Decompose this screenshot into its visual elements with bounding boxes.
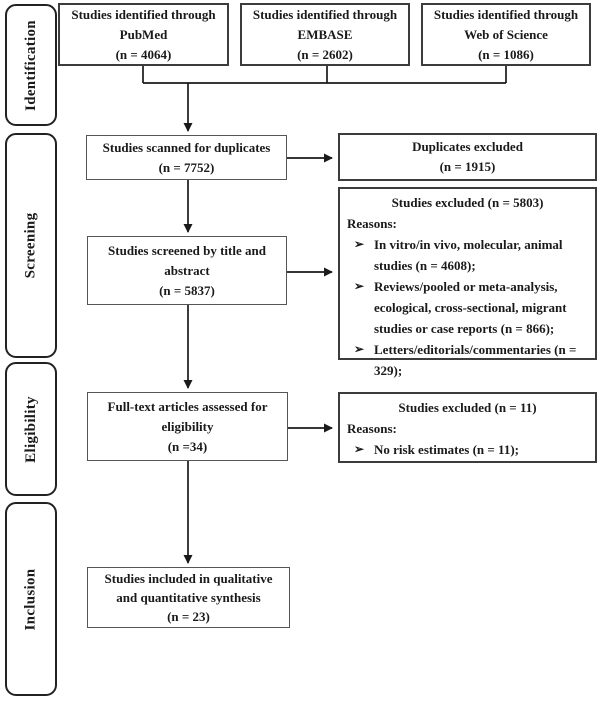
box-duplicates-excluded-line1: Duplicates excluded xyxy=(412,139,523,154)
box-pubmed-source: Studies identified through PubMed (n = 4… xyxy=(58,3,229,66)
box-screening-studies-excluded: Studies excluded (n = 5803) Reasons: ➢ I… xyxy=(338,187,597,378)
box-screened-count: (n = 5837) xyxy=(159,282,215,298)
stage-label-identification: Identification xyxy=(5,4,57,126)
stage-label-eligibility: Eligibility xyxy=(5,362,57,496)
box-embase-source: Studies identified through EMBASE (n = 2… xyxy=(240,3,410,66)
stage-label-inclusion-text: Inclusion xyxy=(22,568,39,630)
box-duplicates-excluded-count: (n = 1915) xyxy=(439,159,496,174)
arrowhead-bullet-icon: ➢ xyxy=(354,342,365,356)
box-embase-line1: Studies identified through xyxy=(252,6,398,22)
arrowhead-bullet-icon: ➢ xyxy=(354,442,365,456)
eligibility-excluded-reason-1-text: No risk estimates (n = 11); xyxy=(374,442,519,457)
eligibility-excluded-reason-1: ➢ No risk estimates (n = 11); xyxy=(347,439,588,460)
box-fulltext-assessed: Full-text articles assessed for eligibil… xyxy=(87,392,288,461)
screening-excluded-reasons-label: Reasons: xyxy=(347,216,397,231)
box-screened-line2: abstract xyxy=(164,262,210,278)
box-pubmed-count: (n = 4064) xyxy=(115,46,172,62)
stage-label-eligibility-text: Eligibility xyxy=(22,395,39,463)
box-included-line2: and quantitative synthesis xyxy=(116,590,261,605)
box-scanned-for-duplicates: Studies scanned for duplicates (n = 7752… xyxy=(86,135,287,180)
box-fulltext-line2: eligibility xyxy=(161,418,214,434)
stage-label-inclusion: Inclusion xyxy=(5,502,57,696)
box-included-count: (n = 23) xyxy=(167,609,210,624)
eligibility-excluded-reasons-label: Reasons: xyxy=(347,421,397,436)
box-web-of-science-source: Studies identified through Web of Scienc… xyxy=(421,3,591,66)
arrowhead-bullet-icon: ➢ xyxy=(354,279,365,293)
stage-label-screening: Screening xyxy=(5,133,57,358)
box-wos-line2: Web of Science xyxy=(464,26,548,42)
eligibility-excluded-title: Studies excluded (n = 11) xyxy=(398,400,537,415)
box-included-line1: Studies included in qualitative xyxy=(104,571,273,586)
box-studies-included: Studies included in qualitative and quan… xyxy=(87,567,290,628)
arrowhead-bullet-icon: ➢ xyxy=(354,237,365,251)
box-embase-count: (n = 2602) xyxy=(297,46,353,62)
box-eligibility-studies-excluded: Studies excluded (n = 11) Reasons: ➢ No … xyxy=(338,392,597,463)
merge-connector-line xyxy=(142,66,507,84)
screening-excluded-reason-3: ➢ Letters/editorials/commentaries (n = 3… xyxy=(347,339,588,381)
box-fulltext-line1: Full-text articles assessed for xyxy=(107,398,268,414)
screening-excluded-reason-2: ➢ Reviews/pooled or meta-analysis, ecolo… xyxy=(347,276,588,339)
box-pubmed-line2: PubMed xyxy=(119,26,168,42)
box-pubmed-line1: Studies identified through xyxy=(71,6,216,22)
stage-label-identification-text: Identification xyxy=(22,19,39,111)
screening-excluded-reason-1-text: In vitro/in vivo, molecular, animal stud… xyxy=(374,237,563,273)
box-scanned-line1: Studies scanned for duplicates xyxy=(102,139,271,155)
screening-excluded-reason-2-text: Reviews/pooled or meta-analysis, ecologi… xyxy=(374,279,567,336)
stage-label-screening-text: Screening xyxy=(22,212,39,279)
box-wos-line1: Studies identified through xyxy=(433,6,579,22)
box-wos-count: (n = 1086) xyxy=(478,46,534,62)
box-screened-line1: Studies screened by title and xyxy=(108,242,266,258)
box-screened-title-abstract: Studies screened by title and abstract (… xyxy=(87,236,287,305)
box-fulltext-count: (n =34) xyxy=(167,438,208,454)
box-duplicates-excluded: Duplicates excluded (n = 1915) xyxy=(338,133,597,181)
screening-excluded-title: Studies excluded (n = 5803) xyxy=(391,195,544,210)
box-scanned-count: (n = 7752) xyxy=(158,159,215,175)
screening-excluded-reason-3-text: Letters/editorials/commentaries (n = 329… xyxy=(374,342,577,378)
box-embase-line2: EMBASE xyxy=(297,26,353,42)
screening-excluded-reason-1: ➢ In vitro/in vivo, molecular, animal st… xyxy=(347,234,588,276)
